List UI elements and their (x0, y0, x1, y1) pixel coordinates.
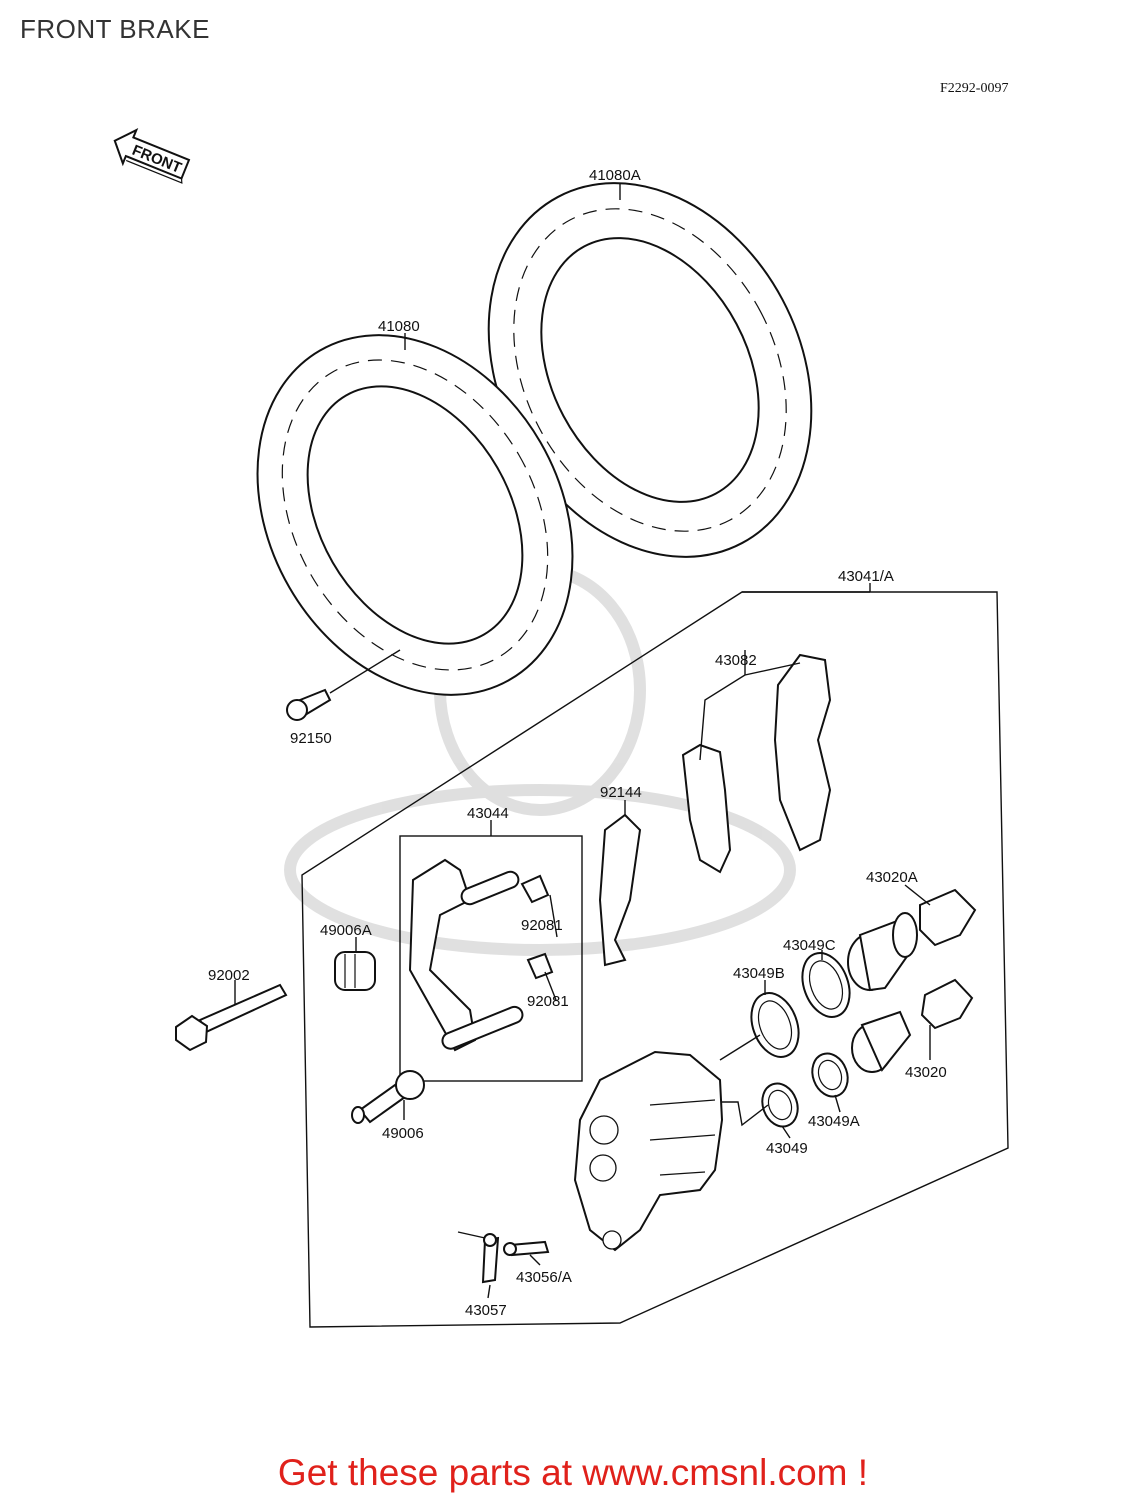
clip-92081-lower[interactable] (526, 952, 554, 980)
label-43044: 43044 (467, 805, 509, 822)
pad-spring-92144[interactable] (598, 800, 642, 967)
piston-cap-43020[interactable] (920, 978, 974, 1030)
seal-43049A[interactable] (807, 1049, 854, 1102)
cta-link[interactable]: Get these parts at www.cmsnl.com ! (277, 1452, 869, 1493)
caliper-bolt-92002[interactable] (175, 980, 288, 1052)
caliper-bracket-43044[interactable] (408, 858, 525, 1052)
label-43056A: 43056/A (516, 1269, 572, 1286)
label-43049A: 43049A (808, 1113, 860, 1130)
label-41080: 41080 (378, 318, 420, 335)
label-41080A: 41080A (589, 167, 641, 184)
leader-lines (355, 183, 931, 1299)
label-43049C: 43049C (783, 937, 836, 954)
page-title: FRONT BRAKE (20, 14, 210, 44)
figure-code: F2292-0097 (940, 81, 1008, 96)
label-49006A: 49006A (320, 922, 372, 939)
label-43049: 43049 (766, 1140, 808, 1157)
label-92081-upper: 92081 (521, 917, 563, 934)
seal-43049[interactable] (757, 1079, 804, 1132)
brake-disc-41080A[interactable] (426, 127, 875, 614)
label-43049B: 43049B (733, 965, 785, 982)
label-43020A: 43020A (866, 869, 918, 886)
label-92144: 92144 (600, 784, 642, 801)
label-92081-lower: 92081 (527, 993, 569, 1010)
label-43082: 43082 (715, 652, 757, 669)
seal-43049C[interactable] (794, 946, 858, 1023)
label-43020: 43020 (905, 1064, 947, 1081)
brake-pads-43082[interactable] (681, 650, 832, 874)
label-49006: 49006 (382, 1125, 424, 1142)
label-43041A: 43041/A (838, 568, 894, 585)
piston-43020[interactable] (851, 1010, 912, 1073)
brake-disc-41080[interactable] (194, 278, 635, 752)
front-arrow-icon: FRONT (113, 128, 191, 184)
label-43057: 43057 (465, 1302, 507, 1319)
dust-boot-49006A[interactable] (334, 951, 376, 991)
caliper-body[interactable] (573, 1050, 724, 1252)
slide-pin-49006[interactable] (351, 1070, 425, 1124)
piston-43020A[interactable] (847, 912, 918, 992)
caliper-assembly-frame (301, 591, 1009, 1328)
label-92150: 92150 (290, 730, 332, 747)
disc-bolt-92150[interactable] (286, 649, 401, 721)
bleeder-cap-43057[interactable] (481, 1233, 500, 1284)
label-92002: 92002 (208, 967, 250, 984)
seal-43049B[interactable] (743, 986, 807, 1063)
piston-cap-43020A[interactable] (919, 888, 977, 947)
bleeder-valve-43056A[interactable] (503, 1240, 550, 1257)
clip-92081-upper[interactable] (520, 874, 550, 904)
